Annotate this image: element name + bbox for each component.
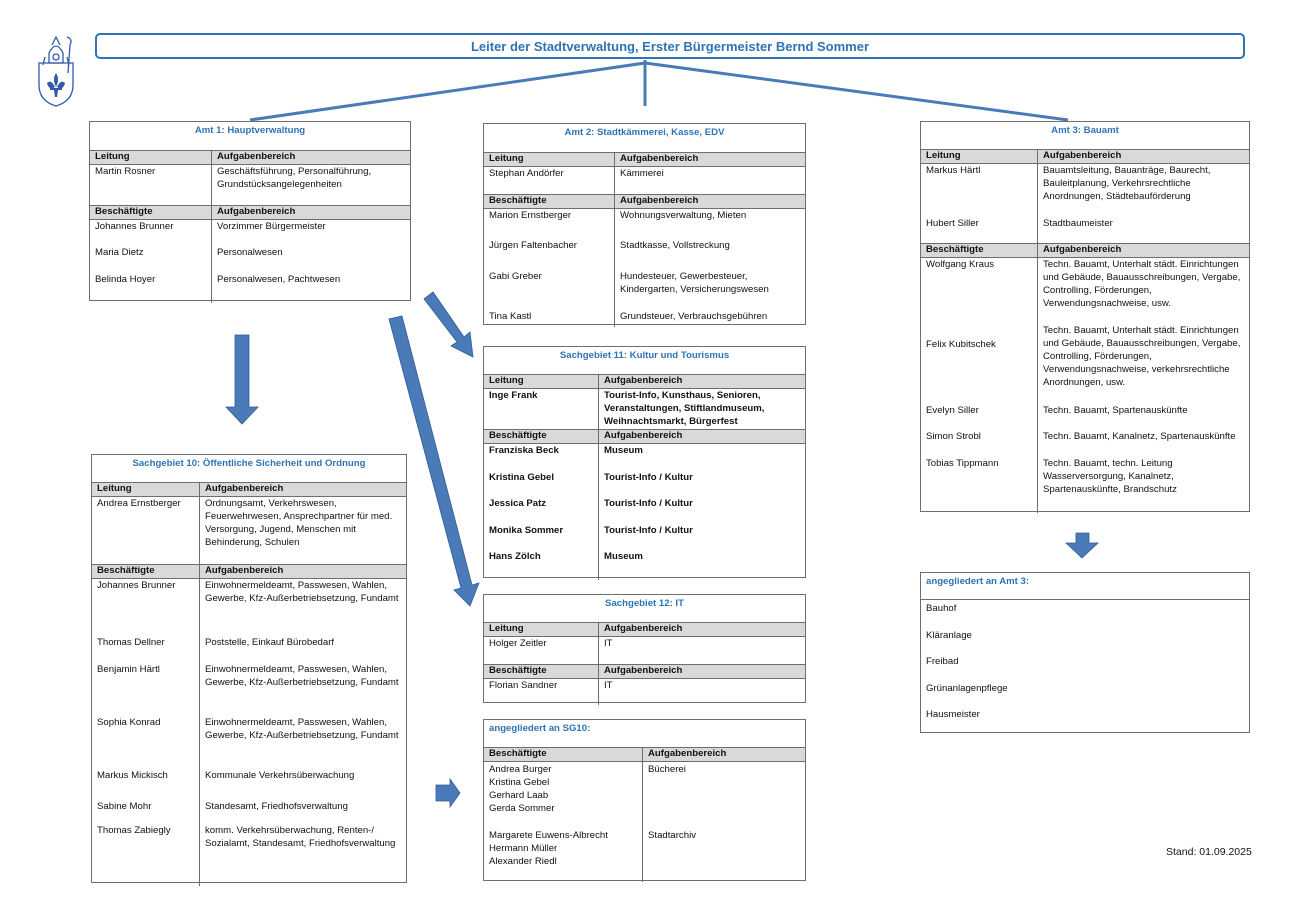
table-row: Belinda Hoyer: [95, 274, 156, 285]
list-item: Alexander Riedl: [489, 856, 557, 867]
header-title-box: Leiter der Stadtverwaltung, Erster Bürge…: [95, 33, 1245, 59]
table-row: Hubert Siller: [926, 218, 979, 229]
unit-sg12: Sachgebiet 12: IT Leitung Aufgabenbereic…: [483, 594, 806, 705]
table-header: Beschäftigte Aufgabenbereich: [484, 429, 805, 444]
unit-title: Sachgebiet 10: Öffentliche Sicherheit un…: [132, 458, 366, 469]
table-row: Tina Kastl: [489, 311, 532, 322]
unit-title: Amt 2: Stadtkämmerei, Kasse, EDV: [564, 127, 725, 138]
table-row: Sabine Mohr: [97, 801, 152, 812]
list-item: Kristina Gebel: [489, 777, 550, 788]
table-row: Evelyn Siller: [926, 405, 979, 416]
table-header: Leitung Aufgabenbereich: [90, 150, 410, 165]
unit-sg11: Sachgebiet 11: Kultur und Tourismus Leit…: [483, 346, 806, 580]
table-row: Johannes Brunner: [95, 221, 174, 232]
unit-title: angegliedert an Amt 3:: [921, 573, 1249, 600]
unit-amt3-attached: angegliedert an Amt 3: Bauhof Kläranlage…: [920, 572, 1250, 733]
arrow-right-icon: [435, 777, 461, 809]
table-row: Franziska Beck: [489, 445, 559, 456]
table-header: Beschäftigte Aufgabenbereich: [484, 747, 805, 762]
unit-title: Sachgebiet 12: IT: [605, 598, 684, 609]
unit-sg10: Sachgebiet 10: Öffentliche Sicherheit un…: [91, 454, 407, 886]
arrow-diagonal-icon: [423, 291, 474, 358]
table-row: Maria Dietz: [95, 247, 144, 258]
table-row: Monika Sommer: [489, 524, 564, 536]
unit-title: Amt 1: Hauptverwaltung: [194, 125, 306, 136]
list-item: Bauhof: [926, 603, 957, 614]
table-header: Beschäftigte Aufgabenbereich: [90, 205, 410, 220]
list-item: Gerda Sommer: [489, 803, 555, 814]
table-header: Leitung Aufgabenbereich: [921, 149, 1249, 164]
table-header: Leitung Aufgabenbereich: [484, 152, 805, 167]
unit-title: Amt 3: Bauamt: [1051, 125, 1119, 136]
coat-of-arms-icon: [38, 35, 74, 107]
list-item: Gerhard Laab: [489, 790, 549, 801]
table-row: Jürgen Faltenbacher: [489, 240, 577, 251]
list-item: Hermann Müller: [489, 843, 558, 854]
connector-to-amt1: [249, 61, 646, 122]
list-item: Andrea Burger: [489, 764, 552, 775]
unit-title: angegliedert an SG10:: [489, 723, 591, 734]
table-row: Andrea Ernstberger: [97, 498, 181, 509]
table-row: Thomas Zabiegly: [97, 825, 171, 836]
table-header: Beschäftigte Aufgabenbereich: [484, 664, 805, 679]
table-row: Tobias Tippmann: [926, 458, 999, 469]
table-row: Holger Zeitler: [489, 638, 547, 649]
table-header: Beschäftigte Aufgabenbereich: [484, 194, 805, 209]
table-row: Jessica Patz: [489, 498, 547, 509]
table-row: Kristina Gebel: [489, 471, 555, 483]
page-title: Leiter der Stadtverwaltung, Erster Bürge…: [470, 39, 870, 54]
table-row: Markus Mickisch: [97, 770, 168, 781]
table-row: Felix Kubitschek: [926, 339, 996, 350]
table-header: Leitung Aufgabenbereich: [484, 374, 805, 389]
table-row: Benjamin Härtl: [97, 664, 160, 675]
list-item: Freibad: [926, 656, 959, 667]
stand-date: Stand: 01.09.2025: [1166, 846, 1252, 858]
table-row: Johannes Brunner: [97, 580, 176, 591]
table-row: Florian Sandner: [489, 680, 558, 691]
list-item: Grünanlagenpflege: [926, 682, 1008, 694]
table-header: Beschäftigte Aufgabenbereich: [921, 243, 1249, 258]
table-row: Stephan Andörfer: [489, 168, 564, 179]
table-row: Inge Frank: [489, 390, 538, 401]
arrow-diagonal-long-icon: [388, 315, 480, 607]
table-row: Hans Zölch: [489, 551, 541, 562]
table-row: Sophia Konrad: [97, 717, 161, 728]
unit-amt1: Amt 1: Hauptverwaltung Leitung Aufgabenb…: [89, 121, 411, 303]
list-item: Margarete Euwens-Albrecht: [489, 830, 608, 841]
table-row: Martin Rosner: [95, 166, 156, 177]
list-item: Hausmeister: [926, 709, 980, 720]
table-row: Marion Ernstberger: [489, 210, 572, 221]
table-row: Simon Strobl: [926, 431, 981, 442]
arrow-down-small-icon: [1064, 532, 1100, 559]
unit-amt2: Amt 2: Stadtkämmerei, Kasse, EDV Leitung…: [483, 123, 806, 327]
connector-to-amt3: [644, 61, 1069, 122]
table-row: Gabi Greber: [489, 271, 542, 282]
table-row: Markus Härtl: [926, 165, 981, 176]
table-header: Leitung Aufgabenbereich: [484, 622, 805, 637]
table-header: Leitung Aufgabenbereich: [92, 482, 406, 497]
table-header: Beschäftigte Aufgabenbereich: [92, 564, 406, 579]
unit-sg10-attached: angegliedert an SG10: Beschäftigte Aufga…: [483, 719, 806, 882]
arrow-down-icon: [225, 334, 259, 425]
unit-title: Sachgebiet 11: Kultur und Tourismus: [559, 350, 730, 361]
table-row: Thomas Dellner: [97, 637, 165, 648]
list-item: Kläranlage: [926, 629, 972, 641]
unit-amt3: Amt 3: Bauamt Leitung Aufgabenbereich Ma…: [920, 121, 1250, 513]
table-row: Wolfgang Kraus: [926, 259, 995, 270]
